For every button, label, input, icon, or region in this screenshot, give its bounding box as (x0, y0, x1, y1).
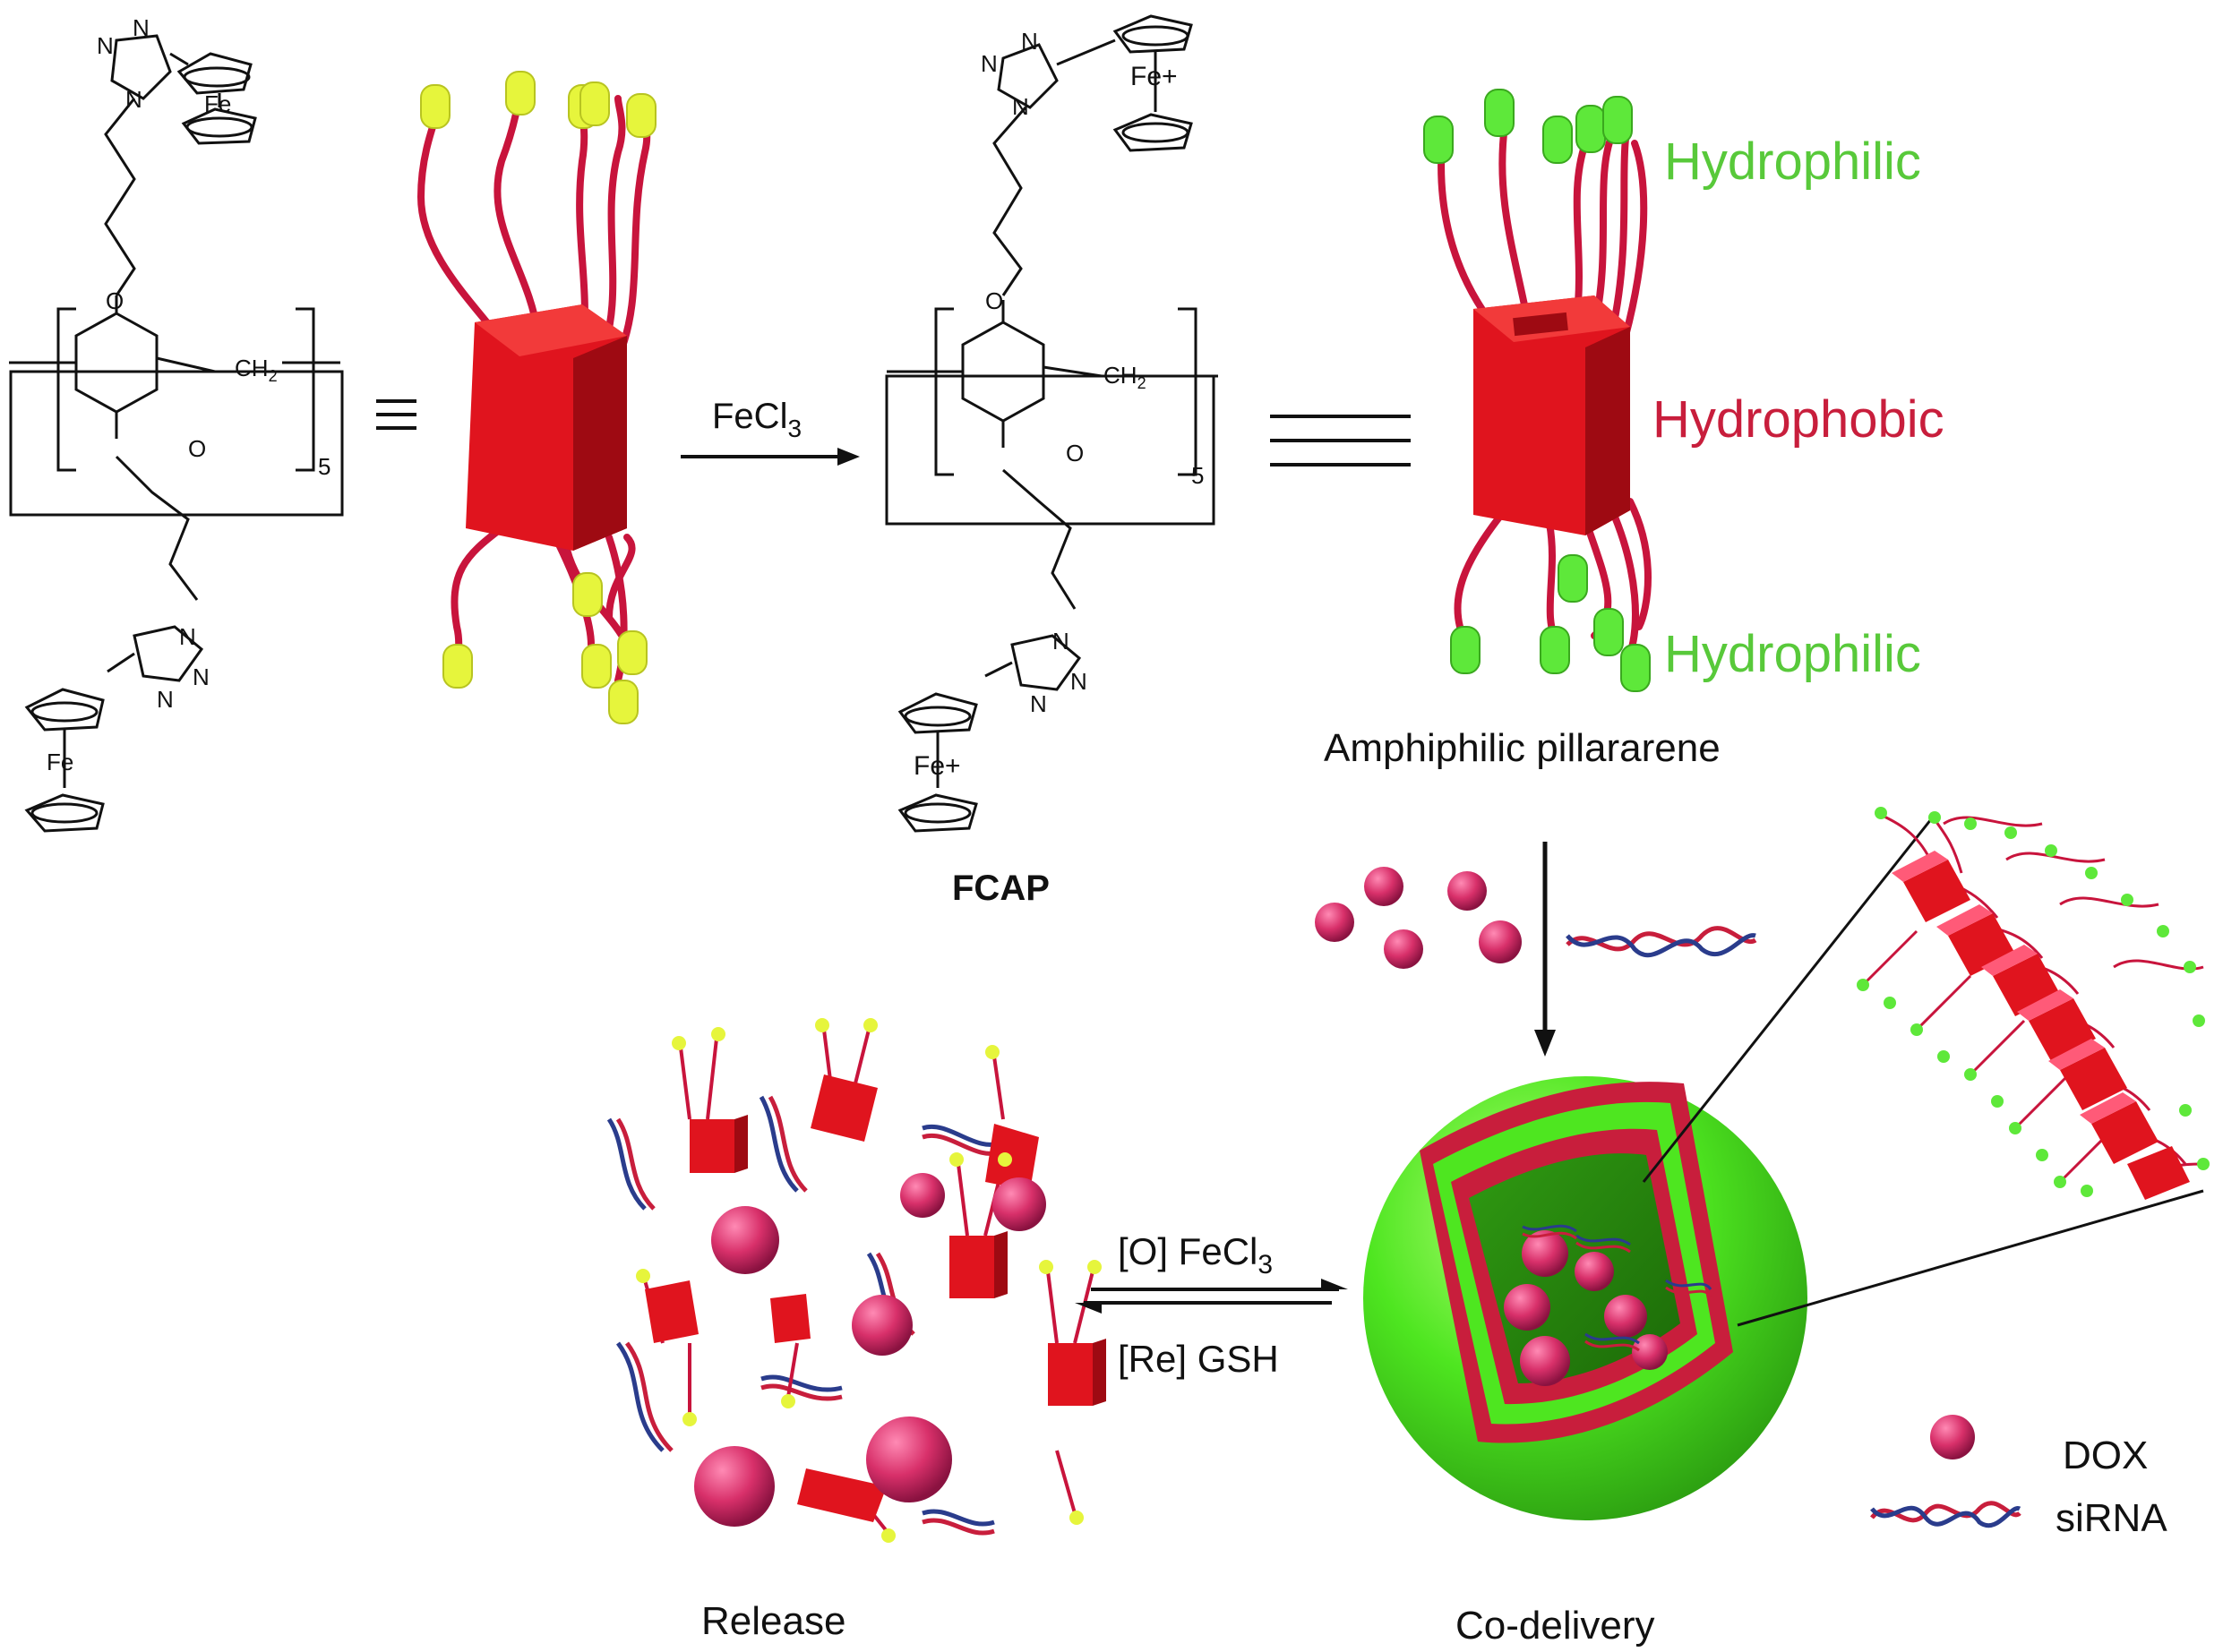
oxygen-label-bottom: O (188, 435, 206, 462)
linker-chain-top (104, 98, 136, 296)
legend (1870, 1415, 2021, 1528)
dox-molecules-group (1315, 867, 1522, 969)
ferrocene-top (176, 52, 257, 145)
label-amphiphilic-pillararene: Amphiphilic pillararene (1324, 726, 1721, 770)
legend-sirna-label: siRNA (2056, 1496, 2167, 1540)
fcap-nitrogen-2: N (1021, 28, 1038, 55)
nitrogen-label-5: N (193, 663, 210, 690)
triazole-top (110, 34, 172, 100)
legend-dox-swatch (1930, 1415, 1975, 1459)
pillar-model-ferrocene (416, 71, 657, 724)
oxidation-arrow (681, 448, 860, 466)
forward-reaction-label: [O] FeCl3 (1118, 1230, 1273, 1280)
reversible-arrows (1075, 1279, 1348, 1314)
oxygen-label-top: O (106, 287, 124, 314)
fcap-structure (885, 14, 1218, 833)
fcap-nitrogen-1: N (981, 50, 998, 77)
equivalence-sign-right (1270, 415, 1411, 466)
nitrogen-label-1: N (97, 32, 114, 59)
reagent-fecl3-label: FeCl3 (712, 397, 802, 442)
fcap-iron-cation-bottom: Fe+ (914, 751, 961, 781)
nitrogen-label-4: N (179, 623, 196, 650)
fcap-iron-cation-top: Fe+ (1130, 62, 1178, 91)
repeat-n-left: 5 (318, 453, 330, 480)
nitrogen-label-3: N (125, 86, 142, 113)
ferrocenium-top (1112, 14, 1193, 152)
compound-name-fcap: FCAP (952, 869, 1050, 908)
pillararene-repeat-unit (9, 295, 344, 517)
equivalence-sign-left (376, 399, 416, 430)
reverse-reaction-label: [Re] GSH (1118, 1338, 1279, 1380)
ch2-label-fcap: CH2 (1103, 362, 1146, 392)
label-hydrophobic: Hydrophobic (1652, 390, 1944, 449)
legend-sirna-swatch (1870, 1501, 2021, 1528)
sirna-strand-top (1566, 926, 1757, 958)
fcap-nitrogen-5: N (1070, 668, 1087, 695)
label-hydrophilic-top: Hydrophilic (1664, 133, 1921, 191)
fcap-nitrogen-3: N (1012, 93, 1029, 120)
release-cluster (606, 1018, 1106, 1543)
ch2-label-left: CH2 (235, 355, 278, 385)
fcap-linker-top (992, 107, 1027, 296)
fcap-oxygen-bottom: O (1066, 440, 1084, 466)
iron-label-bottom: Fe (47, 749, 73, 775)
ferrocenium-bottom (897, 692, 978, 833)
fcap-nitrogen-4: N (1052, 628, 1069, 655)
legend-dox-label: DOX (2063, 1434, 2148, 1477)
fcap-oxygen-top: O (985, 287, 1003, 314)
label-release: Release (701, 1599, 845, 1643)
bilayer-zoom-inset (1857, 807, 2210, 1200)
iron-label-top: Fe (204, 90, 231, 117)
fcap-nitrogen-6: N (1030, 690, 1047, 717)
triazole-bottom (133, 625, 204, 682)
repeat-n-fcap: 5 (1191, 462, 1204, 489)
fcap-linker-bottom (1002, 468, 1077, 610)
label-codelivery: Co-delivery (1455, 1604, 1655, 1648)
ferrocene-pillararene-structure (9, 34, 344, 833)
codelivery-vesicle (1363, 1076, 1807, 1520)
fcap-repeat-unit (885, 300, 1218, 526)
fcap-triazole-bottom (1010, 634, 1082, 691)
pillar-model-amphiphilic (1423, 89, 1652, 692)
fcap-triazole-top (997, 43, 1059, 109)
zoom-lines (1642, 814, 2204, 1327)
assembly-arrow-down (1534, 842, 1556, 1057)
nitrogen-label-6: N (157, 686, 174, 713)
linker-chain-bottom (115, 455, 199, 601)
label-hydrophilic-bottom: Hydrophilic (1664, 625, 1921, 683)
nitrogen-label-2: N (133, 14, 150, 41)
ferrocene-bottom (24, 688, 105, 833)
